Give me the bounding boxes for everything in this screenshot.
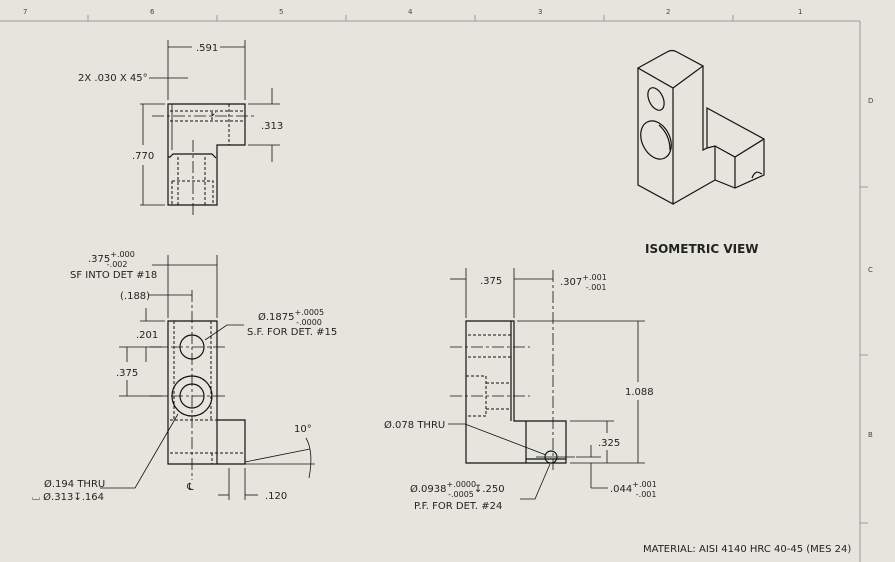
dim-375-vert: .375 (116, 368, 138, 379)
dim-120: .120 (265, 491, 287, 502)
thru-hole-194: Ø.194 THRU (44, 478, 105, 490)
side-dim-307: .307+.001-.001 (560, 273, 607, 292)
pin-hole-0938: Ø.0938+.0000-.0005↧.250 (410, 480, 505, 499)
side-dim-044: .044+.001-.001 (610, 480, 657, 499)
dim-angle-10: 10° (294, 424, 312, 435)
side-dim-325: .325 (598, 438, 620, 449)
hole-note-det15: S.F. FOR DET. #15 (247, 327, 337, 338)
hole-1875: Ø.1875+.0005-.0000 (258, 308, 324, 327)
dim-375-width: .375+.000-.002 (88, 250, 135, 269)
zone-col-4: 4 (408, 8, 413, 16)
dim-188-ref: (.188) (120, 291, 150, 302)
side-view: .375 .307+.001-.001 1.088 .325 .044+.001… (384, 268, 657, 512)
dim-770: .770 (132, 151, 154, 162)
zone-col-1: 1 (798, 8, 802, 16)
material-note: MATERIAL: AISI 4140 HRC 40-45 (MES 24) (643, 544, 851, 555)
top-view: .591 2X .030 X 45° .770 .313 (78, 40, 283, 215)
cbore-313: ⌴ Ø.313↧.164 (32, 491, 104, 503)
dim-201: .201 (136, 330, 158, 341)
centerline-symbol: ℄ (186, 482, 194, 493)
pin-note-det24: P.F. FOR DET. #24 (414, 501, 502, 512)
isometric-view-label: ISOMETRIC VIEW (645, 242, 759, 256)
zone-col-3: 3 (538, 8, 542, 16)
dim-313: .313 (261, 121, 283, 132)
front-view: .375+.000-.002 SF INTO DET #18 (.188) .2… (32, 250, 337, 503)
zone-col-2: 2 (666, 8, 670, 16)
side-dim-375: .375 (480, 276, 502, 287)
zone-row-c: C (868, 266, 873, 274)
zone-col-6: 6 (150, 8, 155, 16)
dim-chamfer: 2X .030 X 45° (78, 73, 148, 84)
zone-row-d: D (868, 97, 873, 105)
zone-col-5: 5 (279, 8, 283, 16)
isometric-view: ISOMETRIC VIEW (636, 49, 765, 256)
zone-row-b: B (868, 431, 873, 439)
dim-591: .591 (196, 43, 218, 54)
side-dim-1088: 1.088 (625, 387, 654, 398)
zone-col-7: 7 (23, 8, 27, 16)
sheet-border: 7 6 5 4 3 2 1 D C B (0, 8, 873, 562)
side-thru-078: Ø.078 THRU (384, 419, 445, 431)
dim-note-sf18: SF INTO DET #18 (70, 270, 157, 281)
